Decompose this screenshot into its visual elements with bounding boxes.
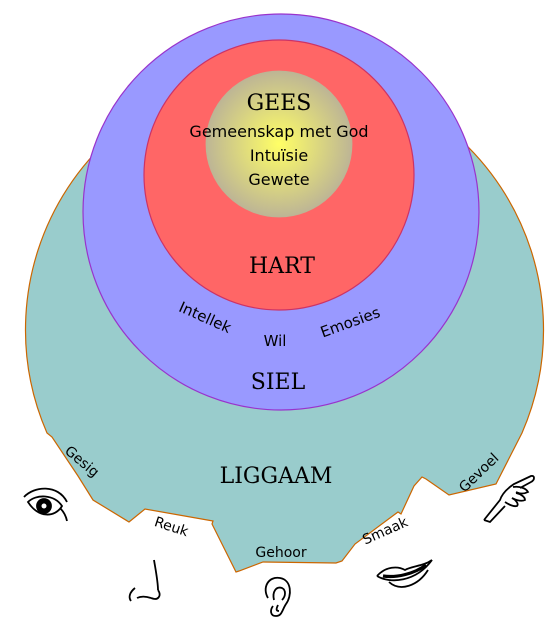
sense-label-hearing: Gehoor: [255, 545, 306, 561]
heart-title: HART: [249, 254, 315, 279]
spirit-line-conscience: Gewete: [248, 170, 309, 189]
nose-icon: [128, 559, 161, 602]
soul-faculty-will: Wil: [264, 332, 287, 350]
ear-icon: [264, 576, 291, 617]
spirit-line-communion: Gemeenskap met God: [189, 122, 368, 141]
spirit-line-intuition: Intuïsie: [250, 146, 308, 165]
body-title: LIGGAAM: [220, 464, 333, 489]
spirit-title: GEES: [247, 91, 312, 116]
spirit-circle: [205, 70, 353, 218]
eye-icon: [23, 487, 68, 522]
mouth-icon: [376, 559, 433, 588]
pointing-hand-icon: [483, 474, 535, 524]
sense-label-smell: Reuk: [152, 514, 191, 540]
soul-title: SIEL: [251, 370, 306, 395]
